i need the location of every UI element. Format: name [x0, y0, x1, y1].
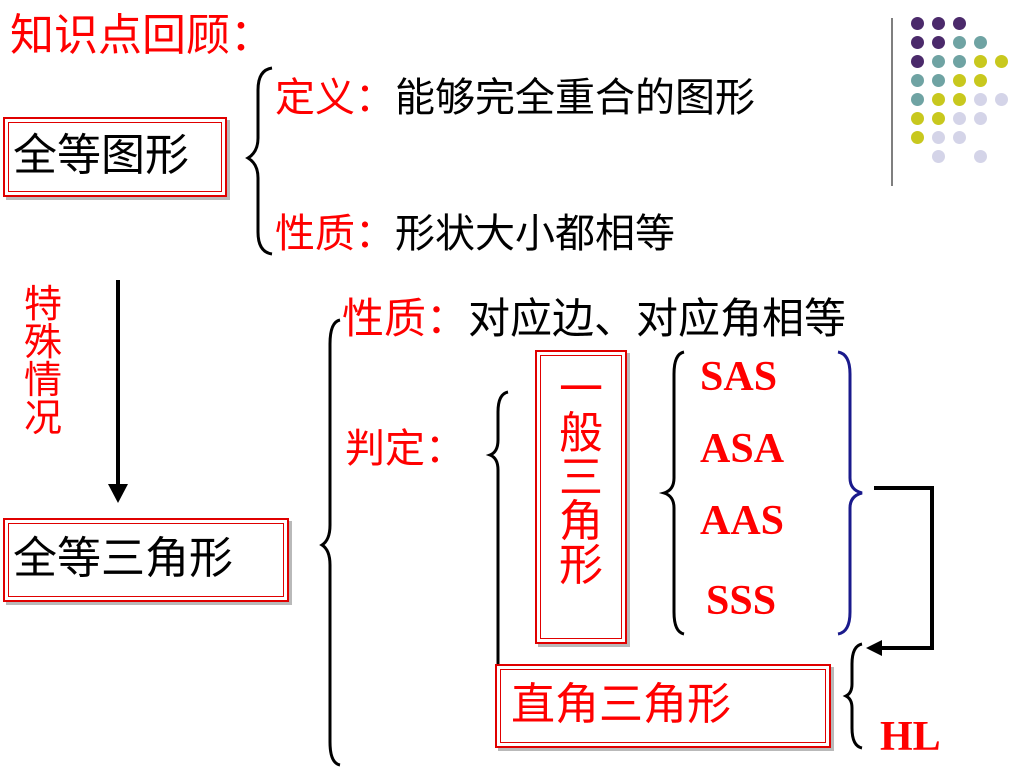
criterion-aas: AAS	[700, 498, 785, 544]
right-triangle-label: 直角三角形	[511, 679, 731, 730]
triangle-property-text: 对应边、对应角相等	[468, 294, 847, 343]
right-triangle-box: 直角三角形	[495, 664, 831, 748]
special-case-char: 特	[24, 282, 63, 326]
congruent-triangle-box: 全等三角形	[3, 518, 289, 602]
special-case-arrow-head	[108, 484, 128, 503]
congruent-triangle-label: 全等三角形	[13, 533, 233, 584]
congruent-figure-label: 全等图形	[13, 130, 189, 181]
brace-congruent-figure	[245, 66, 273, 256]
general-triangle-char: 形	[559, 540, 603, 591]
general-triangle-char: 三	[559, 452, 603, 503]
special-case-char: 况	[24, 396, 63, 440]
brace-criteria-right	[837, 350, 863, 636]
page-title: 知识点回顾：	[10, 10, 274, 61]
general-triangle-char: 角	[559, 496, 603, 547]
brace-criteria-left	[658, 350, 685, 636]
connector-arrow-head	[866, 640, 882, 656]
definition-label: 定义：	[275, 75, 395, 121]
criterion-sas: SAS	[700, 354, 778, 400]
triangle-property-label: 性质：	[342, 294, 469, 343]
general-triangle-box: 一 般 三 角 形	[535, 350, 627, 644]
triangle-property-row: 性质：对应边、对应角相等	[342, 292, 846, 346]
figure-property-text: 形状大小都相等	[395, 211, 675, 257]
congruent-figure-box: 全等图形	[3, 117, 227, 197]
general-triangle-char: 般	[559, 408, 603, 459]
general-triangle-char: 一	[559, 364, 603, 415]
general-triangle-label: 一 般 三 角 形	[537, 368, 625, 588]
special-case-char: 殊	[24, 320, 63, 364]
brace-hl	[842, 642, 863, 750]
special-case-label: 特 殊 情 况	[24, 285, 62, 437]
criterion-hl: HL	[880, 714, 941, 760]
figure-property-row: 性质：形状大小都相等	[275, 208, 675, 260]
connector-line	[874, 486, 934, 650]
definition-row: 定义：能够完全重合的图形	[275, 72, 755, 124]
figure-property-label: 性质：	[275, 211, 395, 257]
brace-congruent-triangle	[319, 318, 341, 767]
special-case-char: 情	[24, 358, 63, 402]
definition-text: 能够完全重合的图形	[395, 75, 755, 121]
criterion-sss: SSS	[706, 578, 777, 624]
criterion-asa: ASA	[700, 426, 785, 472]
judgement-label: 判定：	[345, 426, 465, 472]
